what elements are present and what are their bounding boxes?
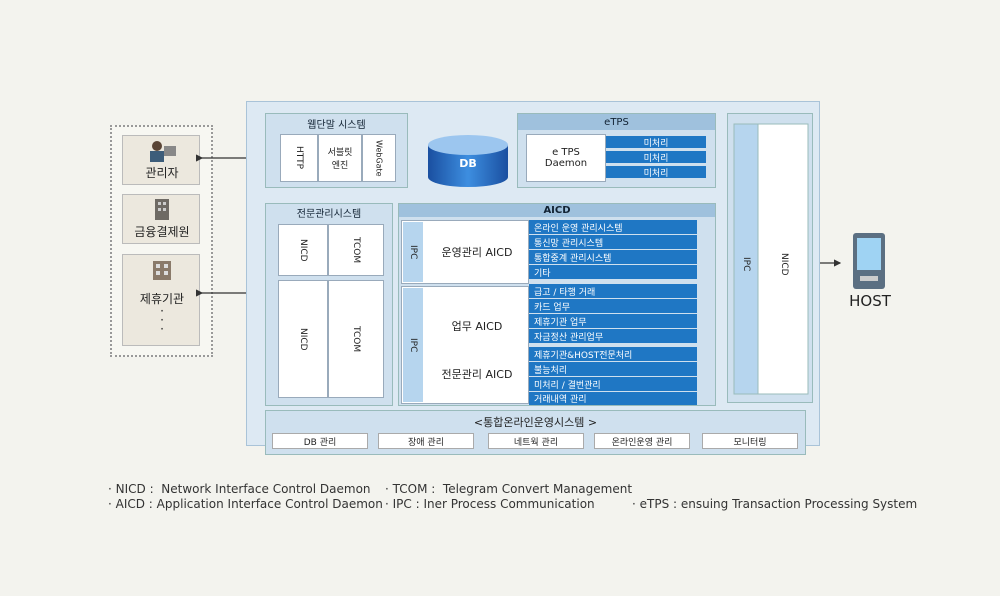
- online-ops-mgmt-box: 온라인운영 관리: [594, 433, 690, 449]
- ipc-label: IPC: [403, 288, 423, 402]
- aicd-item: 제휴기관 업무: [529, 314, 697, 328]
- msg-mgmt-title: 전문관리시스템: [266, 204, 392, 220]
- aicd-item: 통신망 관리시스템: [529, 235, 697, 249]
- aicd-item: 카드 업무: [529, 299, 697, 313]
- legend-ipc: · IPC : Iner Process Communication: [385, 497, 595, 511]
- partner-box: 제휴기관 · · ·: [122, 254, 200, 346]
- msg-mgmt-panel: 전문관리시스템 NICD TCOM NICD TCOM: [265, 203, 393, 406]
- db-label: DB: [459, 157, 477, 170]
- admin-person-icon: [147, 140, 177, 162]
- integrated-ops-panel: <통합온라인운영시스템 > DB 관리 장애 관리 네트웍 관리 온라인운영 관…: [265, 410, 806, 455]
- building-icon: [151, 258, 173, 280]
- legend-etps: · eTPS : ensuing Transaction Processing …: [632, 497, 918, 511]
- fin-network-box: 금융결제원: [122, 194, 200, 244]
- ipc-trapezoid: [733, 123, 809, 395]
- fin-network-label: 금융결제원: [134, 225, 190, 239]
- db-cylinder: DB: [426, 133, 510, 189]
- network-mgmt-box: 네트웍 관리: [488, 433, 584, 449]
- legend-aicd: · AICD : Application Interface Control D…: [108, 497, 383, 511]
- aicd-item: 기타: [529, 265, 697, 279]
- host-label: HOST: [849, 292, 891, 310]
- right-ipc-label: IPC: [741, 256, 751, 272]
- aicd-item: 제휴기관&HOST전문처리: [529, 347, 697, 361]
- admin-label: 관리자: [145, 166, 179, 180]
- web-terminal-title: 웹단말 시스템: [266, 114, 407, 132]
- building-icon: [153, 198, 171, 220]
- integrated-ops-title: <통합온라인운영시스템 >: [473, 416, 598, 429]
- legend-tcom: · TCOM : Telegram Convert Management: [385, 482, 633, 496]
- etps-title: eTPS: [518, 114, 715, 130]
- aicd-item: 온라인 운영 관리시스템: [529, 220, 697, 234]
- etps-daemon-box: e TPS Daemon: [526, 134, 606, 182]
- aicd-item: 불능처리: [529, 362, 697, 376]
- aicd-group-name: 전문관리 AICD: [441, 368, 513, 381]
- webgate-box: WebGate: [362, 134, 396, 182]
- right-nicd-label: NICD: [779, 252, 789, 276]
- legend-nicd: · NICD : Network Interface Control Daemo…: [108, 482, 371, 496]
- partner-label: 제휴기관: [139, 292, 185, 306]
- admin-box: 관리자: [122, 135, 200, 185]
- etps-item: 미처리: [606, 166, 706, 179]
- aicd-group-name: 업무 AICD: [451, 320, 503, 333]
- aicd-item: 미처리 / 결번관리: [529, 377, 697, 391]
- right-ipc-nicd-panel: IPC NICD: [727, 113, 813, 403]
- http-box: HTTP: [280, 134, 318, 182]
- aicd-item: 자금정산 관리업무: [529, 329, 697, 343]
- etps-item: 미처리: [606, 136, 706, 149]
- tcom-bottom-box: TCOM: [328, 280, 384, 398]
- aicd-item: 급고 / 타행 거래: [529, 284, 697, 298]
- host-icon: [852, 232, 886, 290]
- tcom-top-box: TCOM: [328, 224, 384, 276]
- etps-item: 미처리: [606, 151, 706, 164]
- web-terminal-panel: 웹단말 시스템 HTTP 서블릿 엔진 WebGate: [265, 113, 408, 188]
- servlet-engine-box: 서블릿 엔진: [318, 134, 362, 182]
- aicd-item: 거래내역 관리: [529, 392, 697, 405]
- nicd-top-box: NICD: [278, 224, 328, 276]
- ipc-label: IPC: [403, 222, 423, 282]
- etps-panel: eTPS e TPS Daemon 미처리 미처리 미처리: [517, 113, 716, 188]
- aicd-group-name: 운영관리 AICD: [441, 246, 513, 259]
- fault-mgmt-box: 장애 관리: [378, 433, 474, 449]
- aicd-title: AICD: [399, 204, 715, 217]
- db-mgmt-box: DB 관리: [272, 433, 368, 449]
- nicd-bottom-box: NICD: [278, 280, 328, 398]
- monitoring-box: 모니터링: [702, 433, 798, 449]
- aicd-item: 통합중계 관리시스템: [529, 250, 697, 264]
- aicd-panel: AICD IPC 운영관리 AICD IPC 업무 AICD 전문관리 AICD…: [398, 203, 716, 406]
- ellipsis: · · ·: [160, 304, 164, 336]
